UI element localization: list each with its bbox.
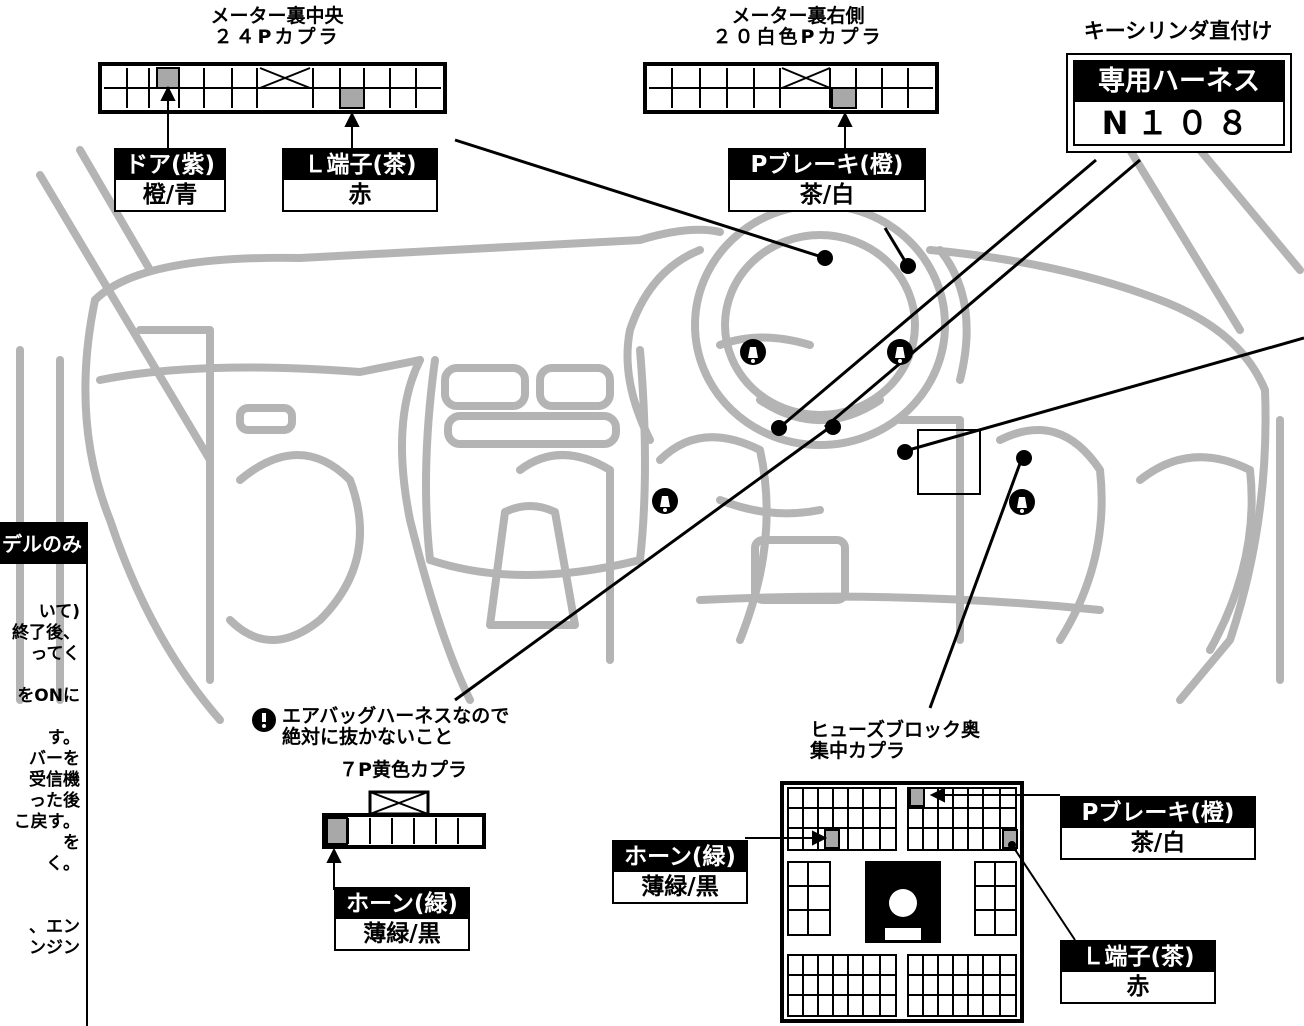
- tag-horn-right: ホーン(緑) 薄緑/黒: [612, 840, 748, 904]
- side-note-text: いて)終了後、ってく をONに す。バーを受信機った後こ戻す。をく。 、エンンジ…: [0, 564, 86, 959]
- side-note-line: をONに: [17, 686, 80, 706]
- side-note-line: こ戻す。: [13, 812, 80, 832]
- side-note-line: いて): [38, 602, 80, 622]
- side-note-line: [0, 875, 86, 896]
- connection-dots: [771, 250, 1032, 466]
- harness-code: N１０８: [1101, 104, 1257, 142]
- connector-7p: [322, 790, 486, 890]
- side-note-line: く。: [46, 854, 80, 874]
- connector-20p: [643, 62, 939, 150]
- side-note-line: 終了後、: [12, 623, 80, 643]
- dashboard-sketch: [16, 146, 1304, 724]
- side-note-line: ってく: [30, 644, 80, 664]
- airbag-warning: エアバッグハーネスなので 絶対に抜かないこと: [282, 705, 510, 748]
- side-note-line: す。: [47, 728, 80, 748]
- leader-lines: [454, 138, 1304, 709]
- airbag-warning-icons: [252, 339, 1035, 732]
- tag-horn-left: ホーン(緑) 薄緑/黒: [334, 887, 470, 951]
- tag-p-brake-top: Pブレーキ(橙) 茶/白: [728, 148, 926, 212]
- side-note-panel: デルのみ いて)終了後、ってく をONに す。バーを受信機った後こ戻す。をく。 …: [0, 522, 88, 1026]
- fuse-leaders: [745, 787, 1076, 941]
- side-note-line: を: [63, 833, 80, 853]
- key-cylinder-title: キーシリンダ直付け: [1083, 19, 1273, 43]
- side-note-line: ンジン: [29, 938, 80, 958]
- side-note-line: バーを: [29, 749, 80, 769]
- harness-label: 専用ハーネス: [1075, 62, 1283, 102]
- connector-center-title: メーター裏中央 ２４Pカプラ: [210, 5, 344, 48]
- connector-24p: [98, 62, 447, 150]
- fuse-block: [780, 781, 1024, 1023]
- tag-door: ドア(紫) 橙/青: [114, 148, 226, 212]
- side-note-line: 、エン: [29, 917, 80, 937]
- tag-l-terminal-top: Ｌ端子(茶) 赤: [282, 148, 438, 212]
- side-note-line: [0, 896, 86, 917]
- tag-l-terminal-bottom: Ｌ端子(茶) 赤: [1060, 940, 1216, 1004]
- fuse-block-title: ヒューズブロック奥 集中カプラ: [810, 719, 981, 762]
- connector-right-title: メーター裏右側 ２０白色Pカプラ: [712, 5, 884, 48]
- tag-p-brake-bottom: Pブレーキ(橙) 茶/白: [1060, 796, 1256, 860]
- side-note-line: 受信機: [29, 770, 80, 790]
- connector-7p-title: ７P黄色カプラ: [339, 759, 467, 781]
- dedicated-harness-box: 専用ハーネス N１０８: [1066, 53, 1292, 153]
- side-note-line: [0, 665, 86, 686]
- fuse-block-marker: [917, 429, 981, 495]
- side-note-line: った後: [29, 791, 80, 811]
- side-note-header: デルのみ: [0, 524, 86, 564]
- side-note-line: [0, 707, 86, 728]
